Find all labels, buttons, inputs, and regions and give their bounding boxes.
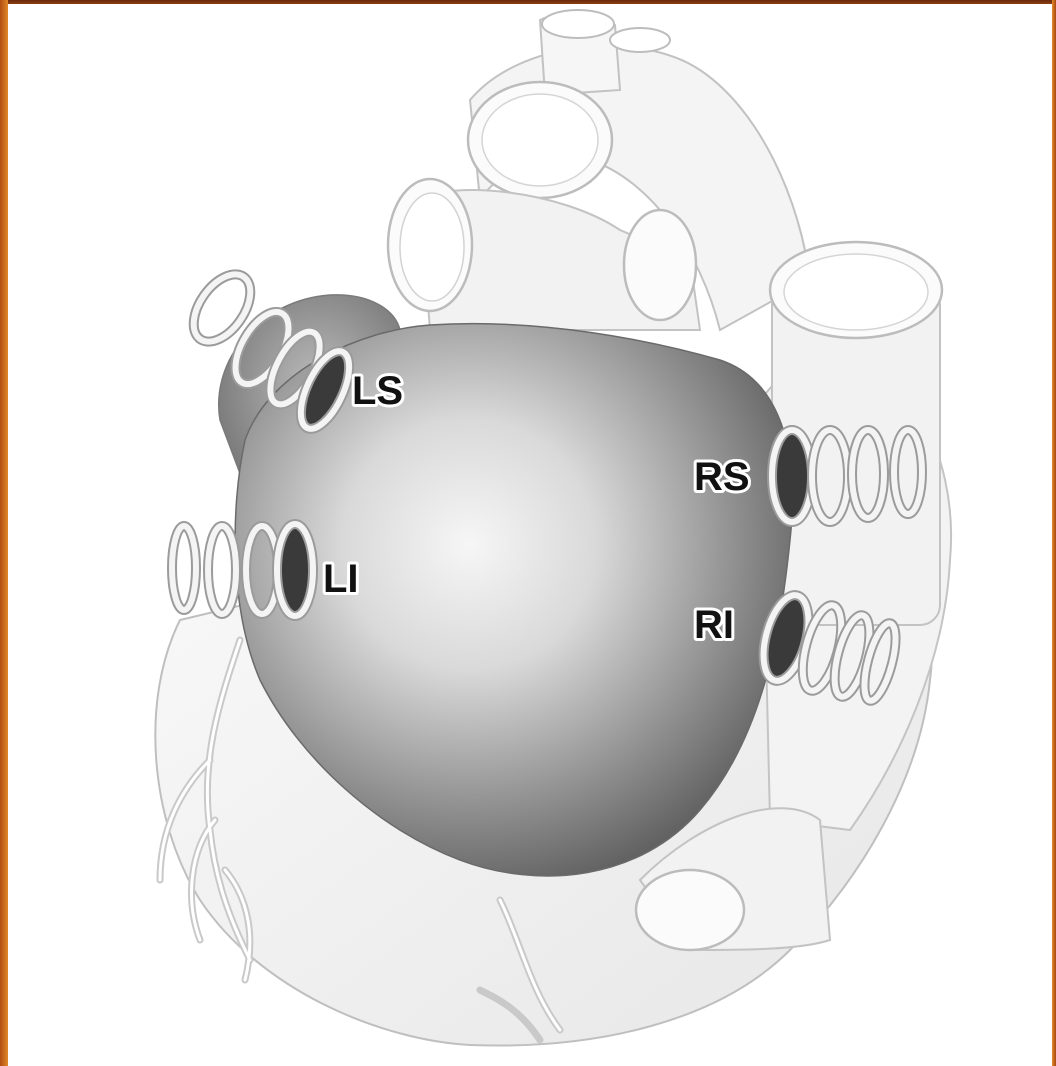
label-ls: LS bbox=[352, 369, 403, 413]
ivc-opening bbox=[636, 870, 744, 950]
label-li: LI bbox=[323, 557, 359, 601]
label-rs: RS bbox=[694, 455, 750, 499]
arch-branch-opening bbox=[542, 10, 614, 38]
pulmonary-artery-opening bbox=[624, 210, 696, 320]
arch-branch-opening bbox=[610, 28, 670, 52]
label-ri: RI bbox=[694, 603, 734, 647]
